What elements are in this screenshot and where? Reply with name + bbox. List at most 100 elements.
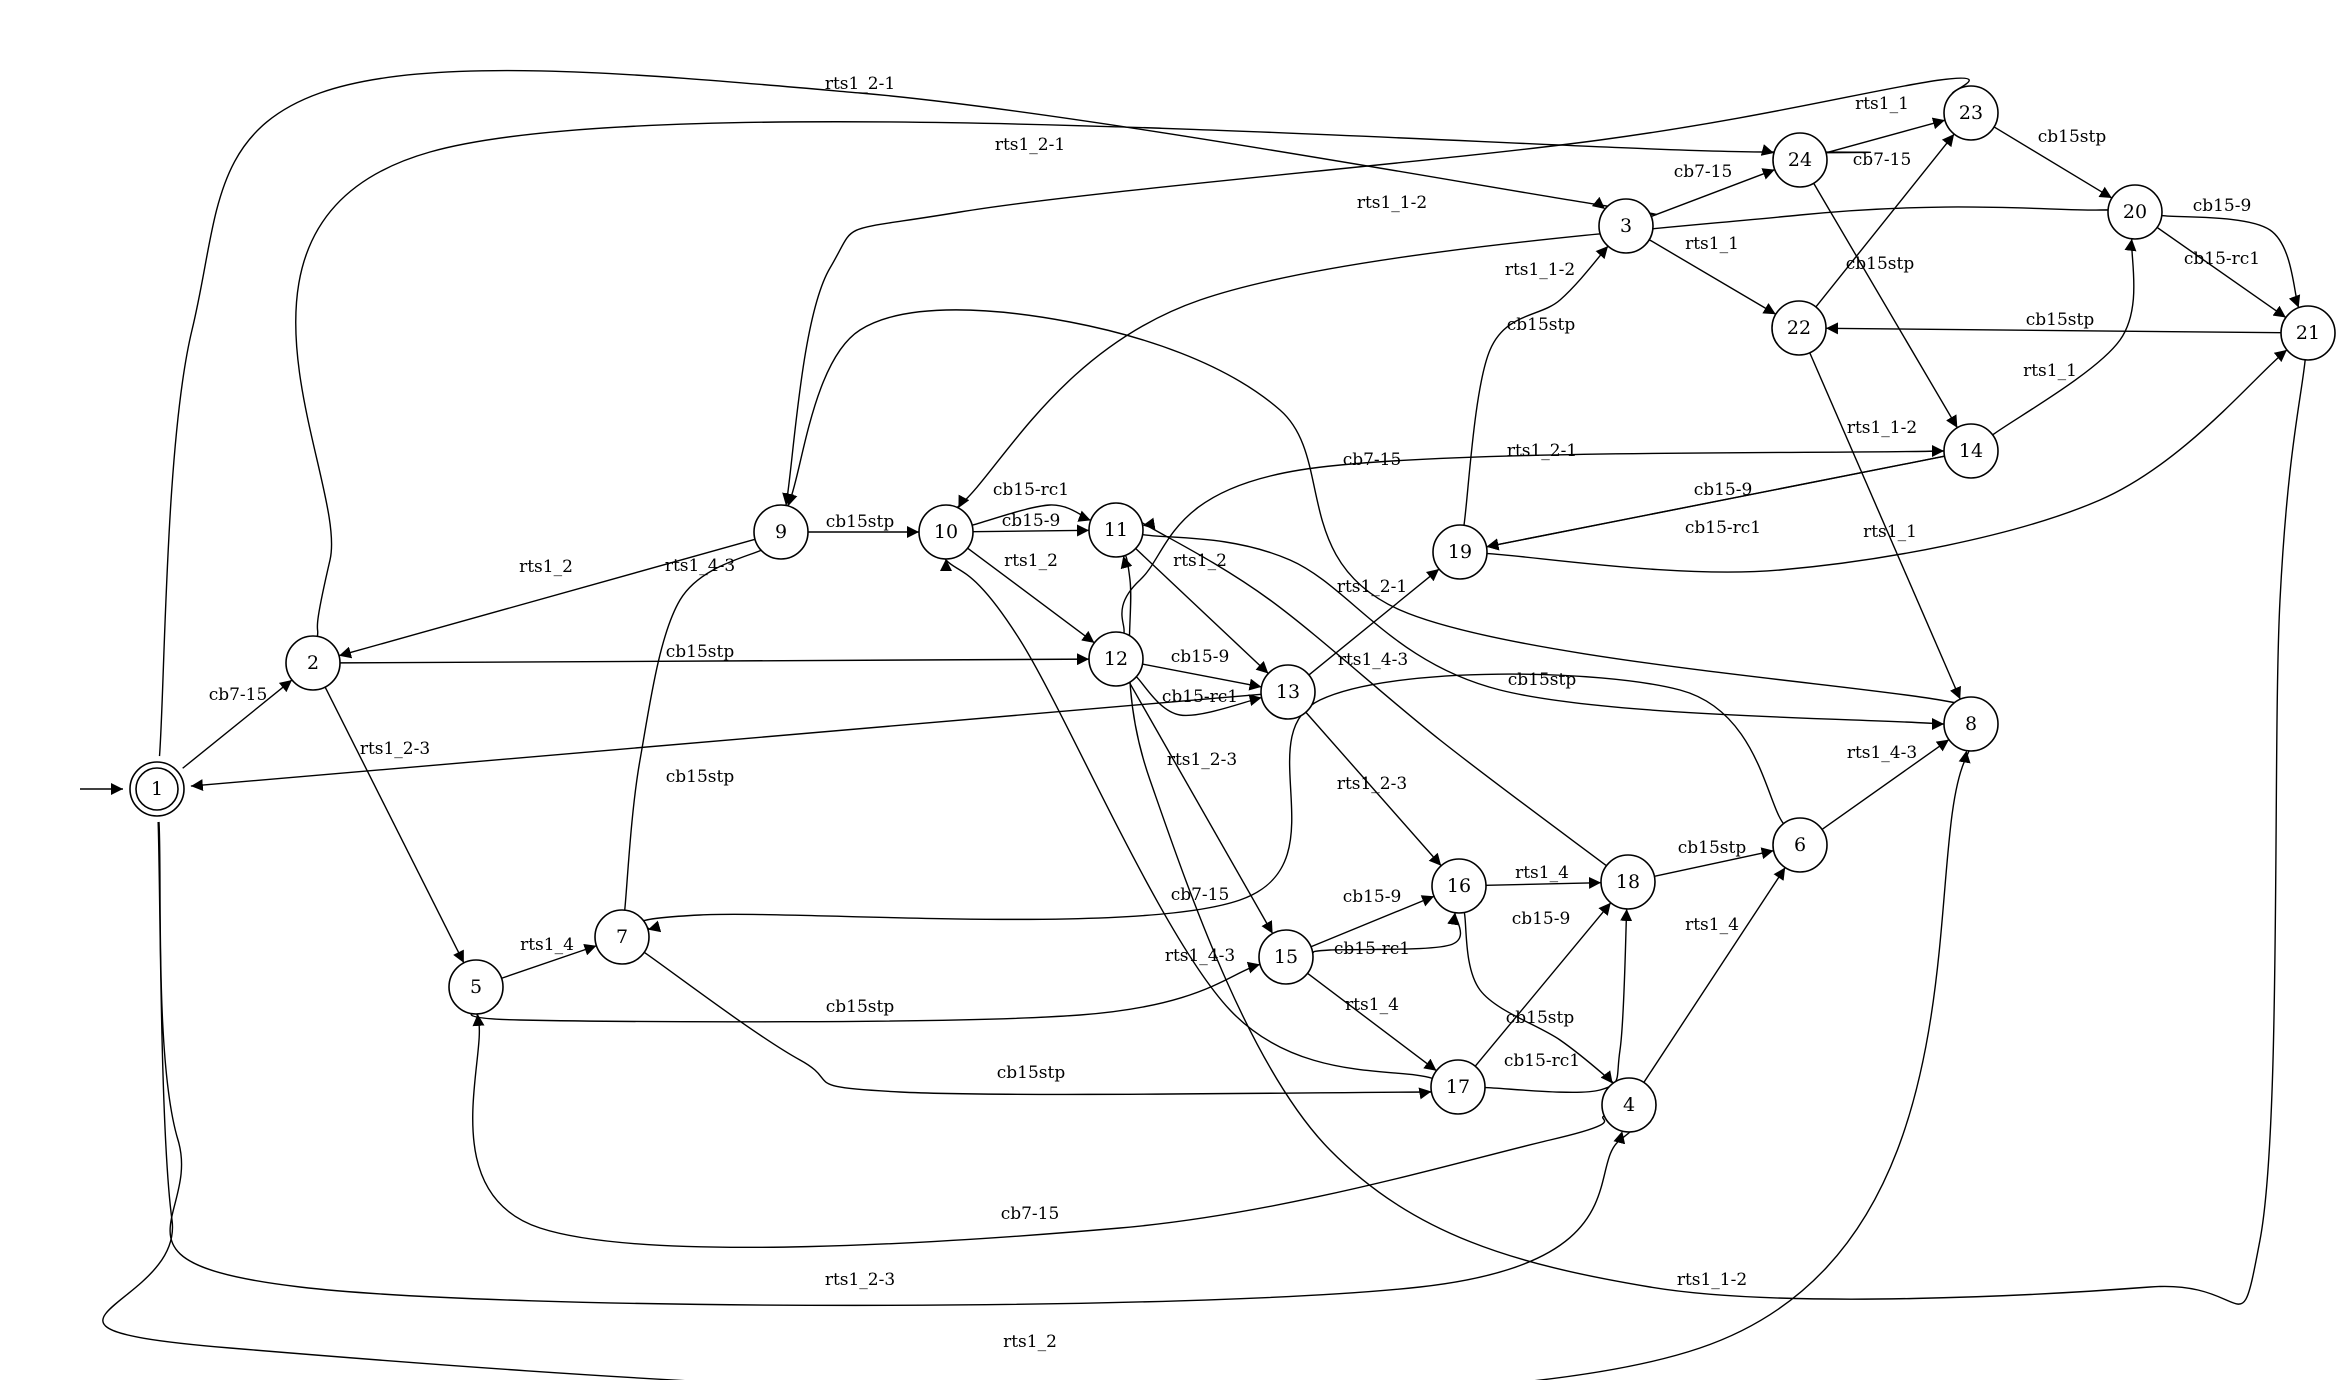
- state-node-8: 8: [1943, 696, 1999, 752]
- edge-label-20-to-21: cb15-9: [2193, 196, 2252, 216]
- accepting-ring-1: [135, 767, 179, 811]
- state-circle-7: [594, 909, 650, 965]
- state-circle-24: [1772, 132, 1828, 188]
- edge-10-to-12: [967, 547, 1095, 644]
- edge-2-to-12: [339, 653, 1090, 666]
- edge-label-19-to-3: cb15stp: [1507, 315, 1576, 335]
- edge-12-to-13: [1142, 663, 1262, 691]
- edge-14-to-19: [1486, 455, 1945, 551]
- edge-label-20-to-10: rts1_1-2: [1505, 260, 1575, 280]
- edge-15-to-16: [1312, 912, 1462, 954]
- edge-3-to-22: [1648, 239, 1777, 315]
- edge-label-23-to-20: cb15stp: [2038, 127, 2107, 147]
- edge-label-20-to-21: cb15-rc1: [2184, 249, 2260, 269]
- edge-label-23-to-9: rts1_1-2: [1357, 193, 1427, 213]
- edge-21-to-11: [1120, 359, 2306, 1305]
- edge-23-to-20: [1993, 126, 2113, 199]
- edge-12-to-13: [1135, 676, 1262, 717]
- state-circle-5: [448, 959, 504, 1015]
- state-node-15: 15: [1258, 929, 1314, 985]
- state-circle-21: [2280, 305, 2336, 361]
- state-node-7: 7: [594, 909, 650, 965]
- state-node-16: 16: [1431, 858, 1487, 914]
- state-label-17: 17: [1446, 1076, 1470, 1098]
- edge-label-7-to-9: rts1_4-3: [665, 556, 735, 576]
- state-node-12: 12: [1088, 631, 1144, 687]
- state-node-1: 1: [129, 761, 185, 817]
- edge-12-to-14: [1121, 444, 1990, 634]
- state-label-19: 19: [1448, 541, 1472, 563]
- state-label-6: 6: [1794, 834, 1806, 856]
- state-label-10: 10: [934, 521, 958, 543]
- state-node-19: 19: [1432, 524, 1488, 580]
- edge-label-18-to-6: cb15stp: [1678, 838, 1747, 858]
- edge-8-to-9: [783, 309, 1984, 711]
- edge-6-to-8: [1821, 739, 1950, 830]
- edge-13-to-16: [1305, 711, 1442, 867]
- edge-label-15-to-16: cb15-9: [1343, 887, 1402, 907]
- edge-label-12-to-14: rts1_2-1: [1507, 441, 1577, 461]
- state-label-18: 18: [1616, 871, 1640, 893]
- edge-11-to-13: [1135, 548, 1269, 674]
- edge-label-16-to-18: rts1_4: [1515, 863, 1569, 883]
- edge-label-6-to-8: rts1_4-3: [1847, 743, 1917, 763]
- state-circle-10: [918, 504, 974, 560]
- state-node-24: 24: [1772, 132, 1828, 188]
- edge-label-12-to-13: cb15-rc1: [1162, 687, 1238, 707]
- state-label-9: 9: [775, 521, 787, 543]
- edge-label-3-to-24: cb7-15: [1674, 162, 1733, 182]
- edge-label-18-to-11: rts1_4-3: [1338, 650, 1408, 670]
- edge-4-to-5: [472, 1000, 1606, 1249]
- edge-17-to-18: [1484, 908, 1633, 1094]
- state-node-22: 22: [1771, 300, 1827, 356]
- edge-label-14-to-20: rts1_1: [2023, 361, 2077, 381]
- state-circle-16: [1431, 858, 1487, 914]
- edge-24-to-14: [1813, 182, 1958, 429]
- edge-label-17-to-18: cb15-rc1: [1504, 1051, 1580, 1071]
- edge-label-4-to-5: cb7-15: [1001, 1204, 1060, 1224]
- edge-10-to-11: [971, 504, 1092, 526]
- state-circle-23: [1943, 85, 1999, 141]
- state-label-14: 14: [1959, 440, 1983, 462]
- state-circle-11: [1088, 502, 1144, 558]
- edge-label-22-to-23: cb7-15: [1853, 150, 1912, 170]
- edge-3-to-24: [1650, 168, 1776, 218]
- edge-label-13-to-16: rts1_2-3: [1337, 774, 1407, 794]
- state-circle-17: [1430, 1059, 1486, 1115]
- state-circle-13: [1260, 664, 1316, 720]
- state-node-13: 13: [1260, 664, 1316, 720]
- edge-4-to-6: [1643, 867, 1786, 1083]
- edge-label-3-to-22: rts1_1: [1685, 234, 1739, 254]
- state-circle-14: [1943, 423, 1999, 479]
- edge-15-to-16: [1310, 895, 1435, 948]
- state-node-21: 21: [2280, 305, 2336, 361]
- state-label-7: 7: [616, 926, 628, 948]
- state-label-22: 22: [1787, 317, 1811, 339]
- state-label-20: 20: [2123, 201, 2147, 223]
- edge-19-to-3: [1463, 245, 1609, 526]
- edge-label-11-to-13: rts1_2: [1173, 551, 1227, 571]
- edge-18-to-11: [1135, 517, 1607, 867]
- edge-label-10-to-11: cb15-rc1: [993, 480, 1069, 500]
- state-label-2: 2: [307, 652, 319, 674]
- edge-label-1-to-4: rts1_2-3: [825, 1270, 895, 1290]
- edge-9-to-2: [338, 538, 756, 659]
- edge-label-14-to-19: cb15-rc1: [1685, 518, 1761, 538]
- state-label-23: 23: [1959, 102, 1983, 124]
- edge-24-to-23: [1825, 117, 1946, 154]
- edge-19-to-21: [1486, 349, 2288, 573]
- state-node-6: 6: [1772, 817, 1828, 873]
- state-circle-19: [1432, 524, 1488, 580]
- state-label-12: 12: [1104, 648, 1128, 670]
- edge-label-4-to-6: rts1_4: [1685, 915, 1739, 935]
- state-circle-18: [1600, 854, 1656, 910]
- edge-label-24-to-14: cb15stp: [1846, 254, 1915, 274]
- edge-label-9-to-10: cb15stp: [826, 512, 895, 532]
- edge-22-to-23: [1815, 133, 1955, 308]
- state-node-3: 3: [1598, 198, 1654, 254]
- state-label-15: 15: [1274, 946, 1298, 968]
- edge-label-10-to-11: cb15-9: [1002, 511, 1061, 531]
- state-label-8: 8: [1965, 713, 1977, 735]
- edge-label-2-to-12: cb15stp: [666, 642, 735, 662]
- state-circle-12: [1088, 631, 1144, 687]
